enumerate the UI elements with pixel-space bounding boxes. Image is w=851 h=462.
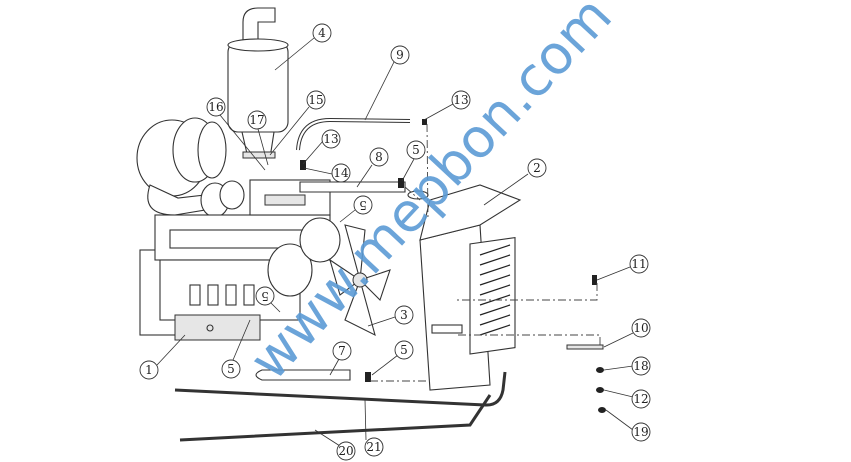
air-filter [136,117,245,218]
svg-text:5: 5 [400,343,408,357]
engine-block [139,179,341,341]
svg-text:11: 11 [631,257,646,271]
svg-text:18: 18 [633,359,648,373]
hose-9 [296,117,411,151]
svg-text:9: 9 [396,48,404,62]
svg-text:13: 13 [323,132,338,146]
callout-3: 3 [394,305,414,325]
pipe-20 [179,394,492,442]
svg-text:5: 5 [261,289,269,303]
callout-5-mid: 5 [255,286,275,306]
callout-5-left: 5 [221,359,241,379]
svg-text:20: 20 [338,444,353,458]
svg-text:2: 2 [533,161,541,175]
svg-text:8: 8 [375,150,383,164]
callout-16: 16 [206,97,226,117]
svg-text:4: 4 [318,26,326,40]
hose-9-inner [297,118,411,151]
callout-10: 10 [631,318,651,338]
callout-15: 15 [306,90,326,110]
callout-19: 19 [631,422,651,442]
svg-text:7: 7 [338,344,346,358]
svg-text:14: 14 [333,166,349,180]
callout-5-upper: 5 [406,140,426,160]
svg-text:16: 16 [208,100,223,114]
upper-hose-8 [299,181,406,193]
callout-13: 13 [321,129,341,149]
fan [329,224,391,337]
callout-8: 8 [369,147,389,167]
callout-17: 17 [247,110,267,130]
callout-20: 20 [336,441,356,461]
svg-text:17: 17 [249,113,264,127]
callout-9: 9 [390,45,410,65]
callout-21: 21 [364,437,384,457]
svg-text:5: 5 [227,362,235,376]
callout-12: 12 [631,389,651,409]
svg-text:5: 5 [412,143,420,157]
callout-11: 11 [629,254,649,274]
svg-text:10: 10 [633,321,648,335]
leader-lines [156,37,634,447]
svg-text:5: 5 [359,198,367,212]
svg-text:3: 3 [400,308,408,322]
svg-text:19: 19 [633,425,648,439]
assembly-lines [370,123,601,382]
muffler [227,7,289,159]
radiator [407,184,522,391]
callout-1: 1 [139,360,159,380]
callout-5-lower: 5 [394,340,414,360]
callout-2: 2 [527,158,547,178]
callout-5-fan: 5 [353,195,373,215]
svg-text:1: 1 [145,363,153,377]
callout-7: 7 [332,341,352,361]
svg-text:15: 15 [308,93,323,107]
svg-text:12: 12 [633,392,648,406]
svg-text:13: 13 [453,93,468,107]
svg-text:21: 21 [366,440,381,454]
lower-hose-7 [255,369,351,381]
small-parts [300,119,606,413]
callout-18: 18 [631,356,651,376]
callout-14: 14 [331,163,351,183]
callout-4: 4 [312,23,332,43]
callout-13-top: 13 [451,90,471,110]
